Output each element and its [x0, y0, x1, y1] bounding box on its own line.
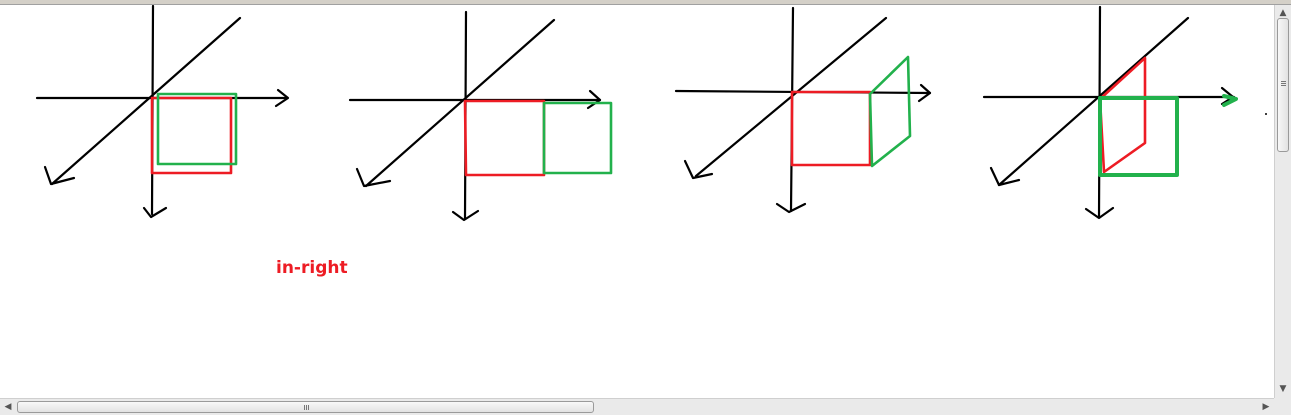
scroll-down-icon[interactable]: ▼ — [1279, 384, 1287, 394]
axes-4 — [982, 5, 1236, 220]
horizontal-scroll-thumb[interactable] — [17, 401, 594, 413]
y-axis-arrow-1 — [142, 206, 168, 219]
red-box-3 — [790, 90, 872, 167]
z-axis-2 — [364, 18, 556, 188]
caption-label: in-right — [276, 258, 348, 278]
x-axis-arrow-1 — [274, 88, 290, 108]
grip-line — [306, 405, 307, 410]
panel-4 — [982, 5, 1267, 220]
horizontal-scrollbar[interactable]: ◀ ▶ — [0, 398, 1274, 415]
y-axis-arrow-3 — [775, 202, 807, 214]
z-axis-arrow-1 — [43, 165, 76, 186]
panel-1 — [35, 5, 290, 219]
green-box-4 — [1098, 94, 1238, 177]
grip-line — [304, 405, 305, 410]
red-box-4 — [1098, 56, 1147, 174]
grip-line — [1281, 83, 1286, 84]
scroll-right-icon[interactable]: ▶ — [1262, 402, 1270, 412]
z-axis-1 — [50, 16, 242, 186]
y-axis-arrow-2 — [451, 209, 480, 222]
panel-3 — [674, 6, 932, 214]
z-axis-4 — [997, 16, 1190, 187]
y-axis-arrow-4 — [1084, 206, 1115, 220]
panel-2 — [348, 10, 613, 222]
axes-1 — [35, 5, 290, 219]
green-box-1 — [156, 92, 238, 166]
green-box-3 — [868, 55, 912, 168]
scroll-up-icon[interactable]: ▲ — [1279, 8, 1287, 18]
stray-dot — [1265, 113, 1267, 115]
vertical-scroll-thumb[interactable] — [1277, 18, 1289, 152]
red-box-1 — [150, 96, 233, 175]
axes-3 — [674, 6, 932, 214]
x-axis-arrow-2 — [586, 89, 602, 110]
axes-2 — [348, 10, 602, 222]
grip-line — [308, 405, 309, 410]
window-top-border — [0, 0, 1291, 5]
scrollbar-corner — [1274, 398, 1291, 415]
grip-line — [1281, 81, 1286, 82]
red-box-2 — [463, 99, 546, 177]
diagram-svg — [35, 5, 1267, 222]
vertical-scrollbar[interactable]: ▲ ▼ — [1274, 5, 1291, 398]
grip-line — [1281, 85, 1286, 86]
green-box-2 — [542, 101, 613, 175]
z-axis-arrow-3 — [683, 159, 714, 180]
drawing-canvas: in-right — [0, 5, 1274, 398]
z-axis-arrow-4 — [989, 166, 1021, 187]
z-axis-arrow-2 — [355, 167, 392, 188]
scroll-left-icon[interactable]: ◀ — [4, 402, 12, 412]
x-axis-arrow-3 — [917, 83, 932, 103]
